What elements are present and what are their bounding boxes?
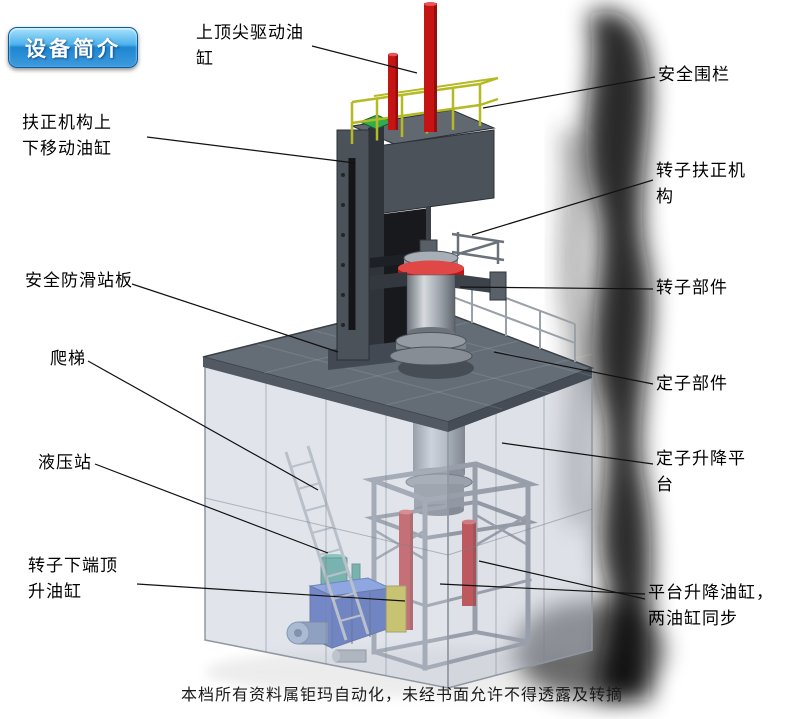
label-top-drive-cylinder: 上顶尖驱动油 缸 xyxy=(196,23,304,68)
label-stator-part: 定子部件 xyxy=(656,374,728,393)
label-platform-lift-cylinders: 平台升降油缸， 两油缸同步 xyxy=(648,583,774,628)
safety-cage xyxy=(204,356,593,689)
label-hydraulic-station: 液压站 xyxy=(38,453,92,472)
rotor-centering-arms xyxy=(370,271,507,301)
label-safety-fence: 安全围栏 xyxy=(658,65,730,84)
label-rotor-centering-mechanism: 转子扶正机 构 xyxy=(656,161,746,206)
label-rotor-part: 转子部件 xyxy=(656,278,728,297)
label-ladder: 爬梯 xyxy=(50,349,86,368)
title-badge: 设备简介 xyxy=(8,27,138,68)
leader-lines xyxy=(87,45,656,602)
label-rotor-bottom-jack-cylinder: 转子下端顶 升油缸 xyxy=(28,556,118,601)
label-antislip-platform: 安全防滑站板 xyxy=(25,271,133,290)
rotor-part xyxy=(370,207,473,366)
top-drive-cylinders xyxy=(388,2,437,132)
label-stator-lift-platform: 定子升降平 台 xyxy=(656,449,746,494)
footer-copyright: 本档所有资料属钜玛自动化，未经书面允许不得透露及转摘 xyxy=(180,687,623,704)
label-centering-updown-cylinder: 扶正机构上 下移动油缸 xyxy=(22,113,112,158)
